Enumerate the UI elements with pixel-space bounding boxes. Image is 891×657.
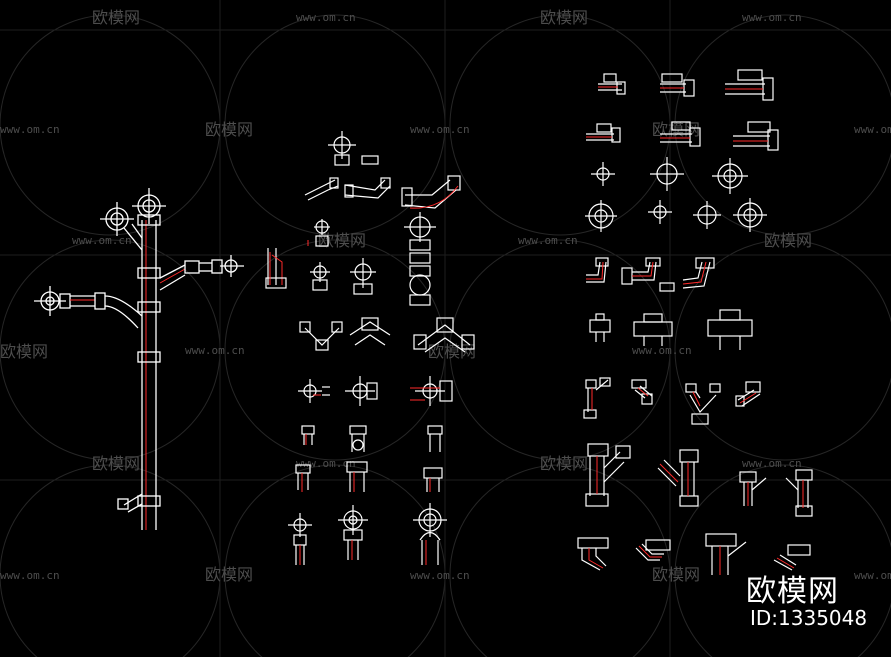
watermark-url: www.om.cn [185, 344, 245, 357]
watermark-url: www.om.cn [742, 11, 802, 24]
watermark-url: www.om.cn [296, 11, 356, 24]
center-red-lines [269, 240, 440, 565]
watermark-site-name: 欧模网 [92, 8, 140, 27]
watermark-arcs [0, 14, 891, 657]
watermark-url: www.om.cn [854, 123, 891, 136]
watermark-site-name: 欧模网 [540, 454, 588, 473]
watermark-url: www.om.cn [854, 569, 891, 582]
watermark-url: www.om.cn [410, 569, 470, 582]
watermark-site-name: 欧模网 [318, 231, 366, 250]
riser-assembly [34, 188, 244, 530]
watermark-site-name: 欧模网 [0, 342, 48, 361]
watermark-url: www.om.cn [0, 569, 60, 582]
watermark-url: www.om.cn [0, 123, 60, 136]
right-red-lines [586, 86, 804, 575]
watermark-url: www.om.cn [72, 234, 132, 247]
watermark-url: www.om.cn [410, 123, 470, 136]
watermark-site-name: 欧模网 [205, 565, 253, 584]
watermark-url: www.om.cn [518, 234, 578, 247]
watermark-site-name: 欧模网 [428, 342, 476, 361]
right-fittings [577, 69, 813, 575]
watermark-url: www.om.cn [742, 457, 802, 470]
watermark-site-name: 欧模网 [92, 454, 140, 473]
watermark-site-name: 欧模网 [205, 120, 253, 139]
watermark-url: www.om.cn [296, 457, 356, 470]
brand-logo-title: 欧模网 [746, 574, 839, 609]
model-id-label: ID:1335048 [750, 606, 868, 630]
watermark-site-name: 欧模网 [764, 231, 812, 250]
watermark-site-name: 欧模网 [540, 8, 588, 27]
watermark-url: www.om.cn [632, 344, 692, 357]
watermark-site-name: 欧模网 [652, 565, 700, 584]
center-fittings [265, 131, 475, 565]
